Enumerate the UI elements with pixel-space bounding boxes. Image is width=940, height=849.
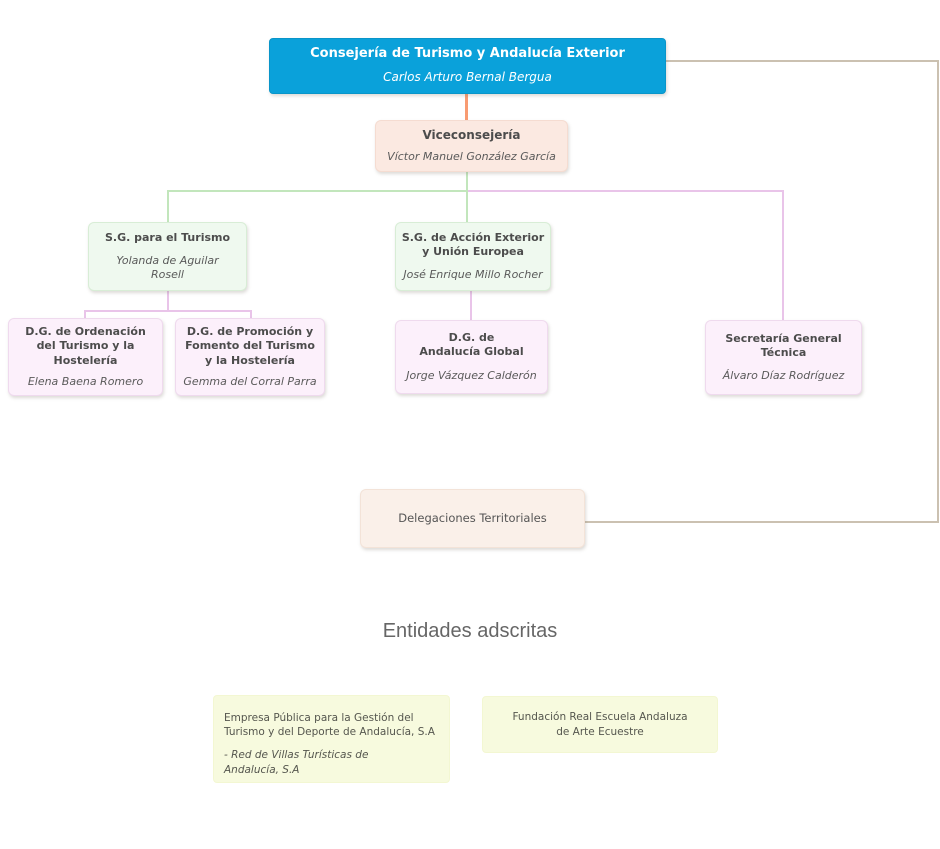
node-secretaria-person: Álvaro Díaz Rodríguez — [722, 369, 845, 383]
node-consejeria[interactable]: Consejería de Turismo y Andalucía Exteri… — [269, 38, 666, 94]
connector-sgaccion-dgglobal — [470, 291, 472, 321]
node-secretaria-title: Secretaría General Técnica — [725, 331, 842, 359]
connector-dg-promocion-drop — [250, 310, 252, 319]
node-dg-promocion-title: D.G. de Promoción y Fomento del Turismo … — [185, 324, 315, 367]
entidades-heading: Entidades adscritas — [382, 620, 558, 642]
node-secretaria[interactable]: Secretaría General Técnica Álvaro Díaz R… — [705, 320, 862, 395]
node-consejeria-title: Consejería de Turismo y Andalucía Exteri… — [310, 46, 625, 62]
node-delegaciones[interactable]: Delegaciones Territoriales — [360, 489, 585, 548]
node-sg-turismo-person: Yolanda de Aguilar Rosell — [116, 253, 219, 282]
connector-tan-right — [937, 60, 939, 523]
node-dg-global[interactable]: D.G. de Andalucía Global Jorge Vázquez C… — [395, 320, 548, 394]
entity-fundacion[interactable]: Fundación Real Escuela Andaluza de Arte … — [482, 696, 718, 753]
connector-sgturismo-down — [167, 291, 169, 312]
node-dg-promocion[interactable]: D.G. de Promoción y Fomento del Turismo … — [175, 318, 325, 396]
connector-green-left-down — [167, 190, 169, 222]
node-viceconsejeria-title: Viceconsejería — [422, 128, 521, 143]
entity-empresa-publica-name: Empresa Pública para la Gestión del Turi… — [224, 712, 435, 739]
entity-empresa-publica[interactable]: Empresa Pública para la Gestión del Turi… — [213, 695, 450, 783]
connector-consejeria-vice — [465, 94, 468, 122]
node-viceconsejeria-person: Víctor Manuel González García — [387, 149, 556, 163]
node-sg-accion-title: S.G. de Acción Exterior y Unión Europea — [401, 230, 545, 258]
connector-vice-down — [466, 172, 468, 222]
node-sg-turismo-title: S.G. para el Turismo — [104, 230, 231, 244]
node-dg-promocion-person: Gemma del Corral Parra — [183, 374, 317, 388]
node-dg-global-person: Jorge Vázquez Calderón — [406, 368, 537, 382]
connector-pink-horizontal-left — [84, 310, 252, 312]
node-dg-ordenacion[interactable]: D.G. de Ordenación del Turismo y la Host… — [8, 318, 163, 396]
node-sg-accion[interactable]: S.G. de Acción Exterior y Unión Europea … — [395, 222, 551, 291]
node-dg-ordenacion-person: Elena Baena Romero — [27, 374, 144, 388]
connector-pink-secretaria — [782, 190, 784, 320]
connector-pink-horizontal-top — [468, 190, 784, 192]
connector-green-horizontal — [167, 190, 468, 192]
node-sg-turismo[interactable]: S.G. para el Turismo Yolanda de Aguilar … — [88, 222, 247, 291]
node-consejeria-person: Carlos Arturo Bernal Bergua — [383, 70, 552, 85]
connector-tan-bottom — [585, 521, 939, 523]
entity-fundacion-name: Fundación Real Escuela Andaluza de Arte … — [512, 711, 688, 738]
connector-tan-top — [666, 60, 939, 62]
node-viceconsejeria[interactable]: Viceconsejería Víctor Manuel González Ga… — [375, 120, 568, 172]
entity-empresa-publica-sub: - Red de Villas Turísticas de Andalucía,… — [224, 749, 369, 776]
node-dg-ordenacion-title: D.G. de Ordenación del Turismo y la Host… — [25, 324, 146, 367]
node-delegaciones-title: Delegaciones Territoriales — [398, 511, 547, 526]
connector-dg-ordenacion-drop — [84, 310, 86, 319]
node-sg-accion-person: José Enrique Millo Rocher — [403, 268, 543, 282]
node-dg-global-title: D.G. de Andalucía Global — [419, 331, 524, 359]
